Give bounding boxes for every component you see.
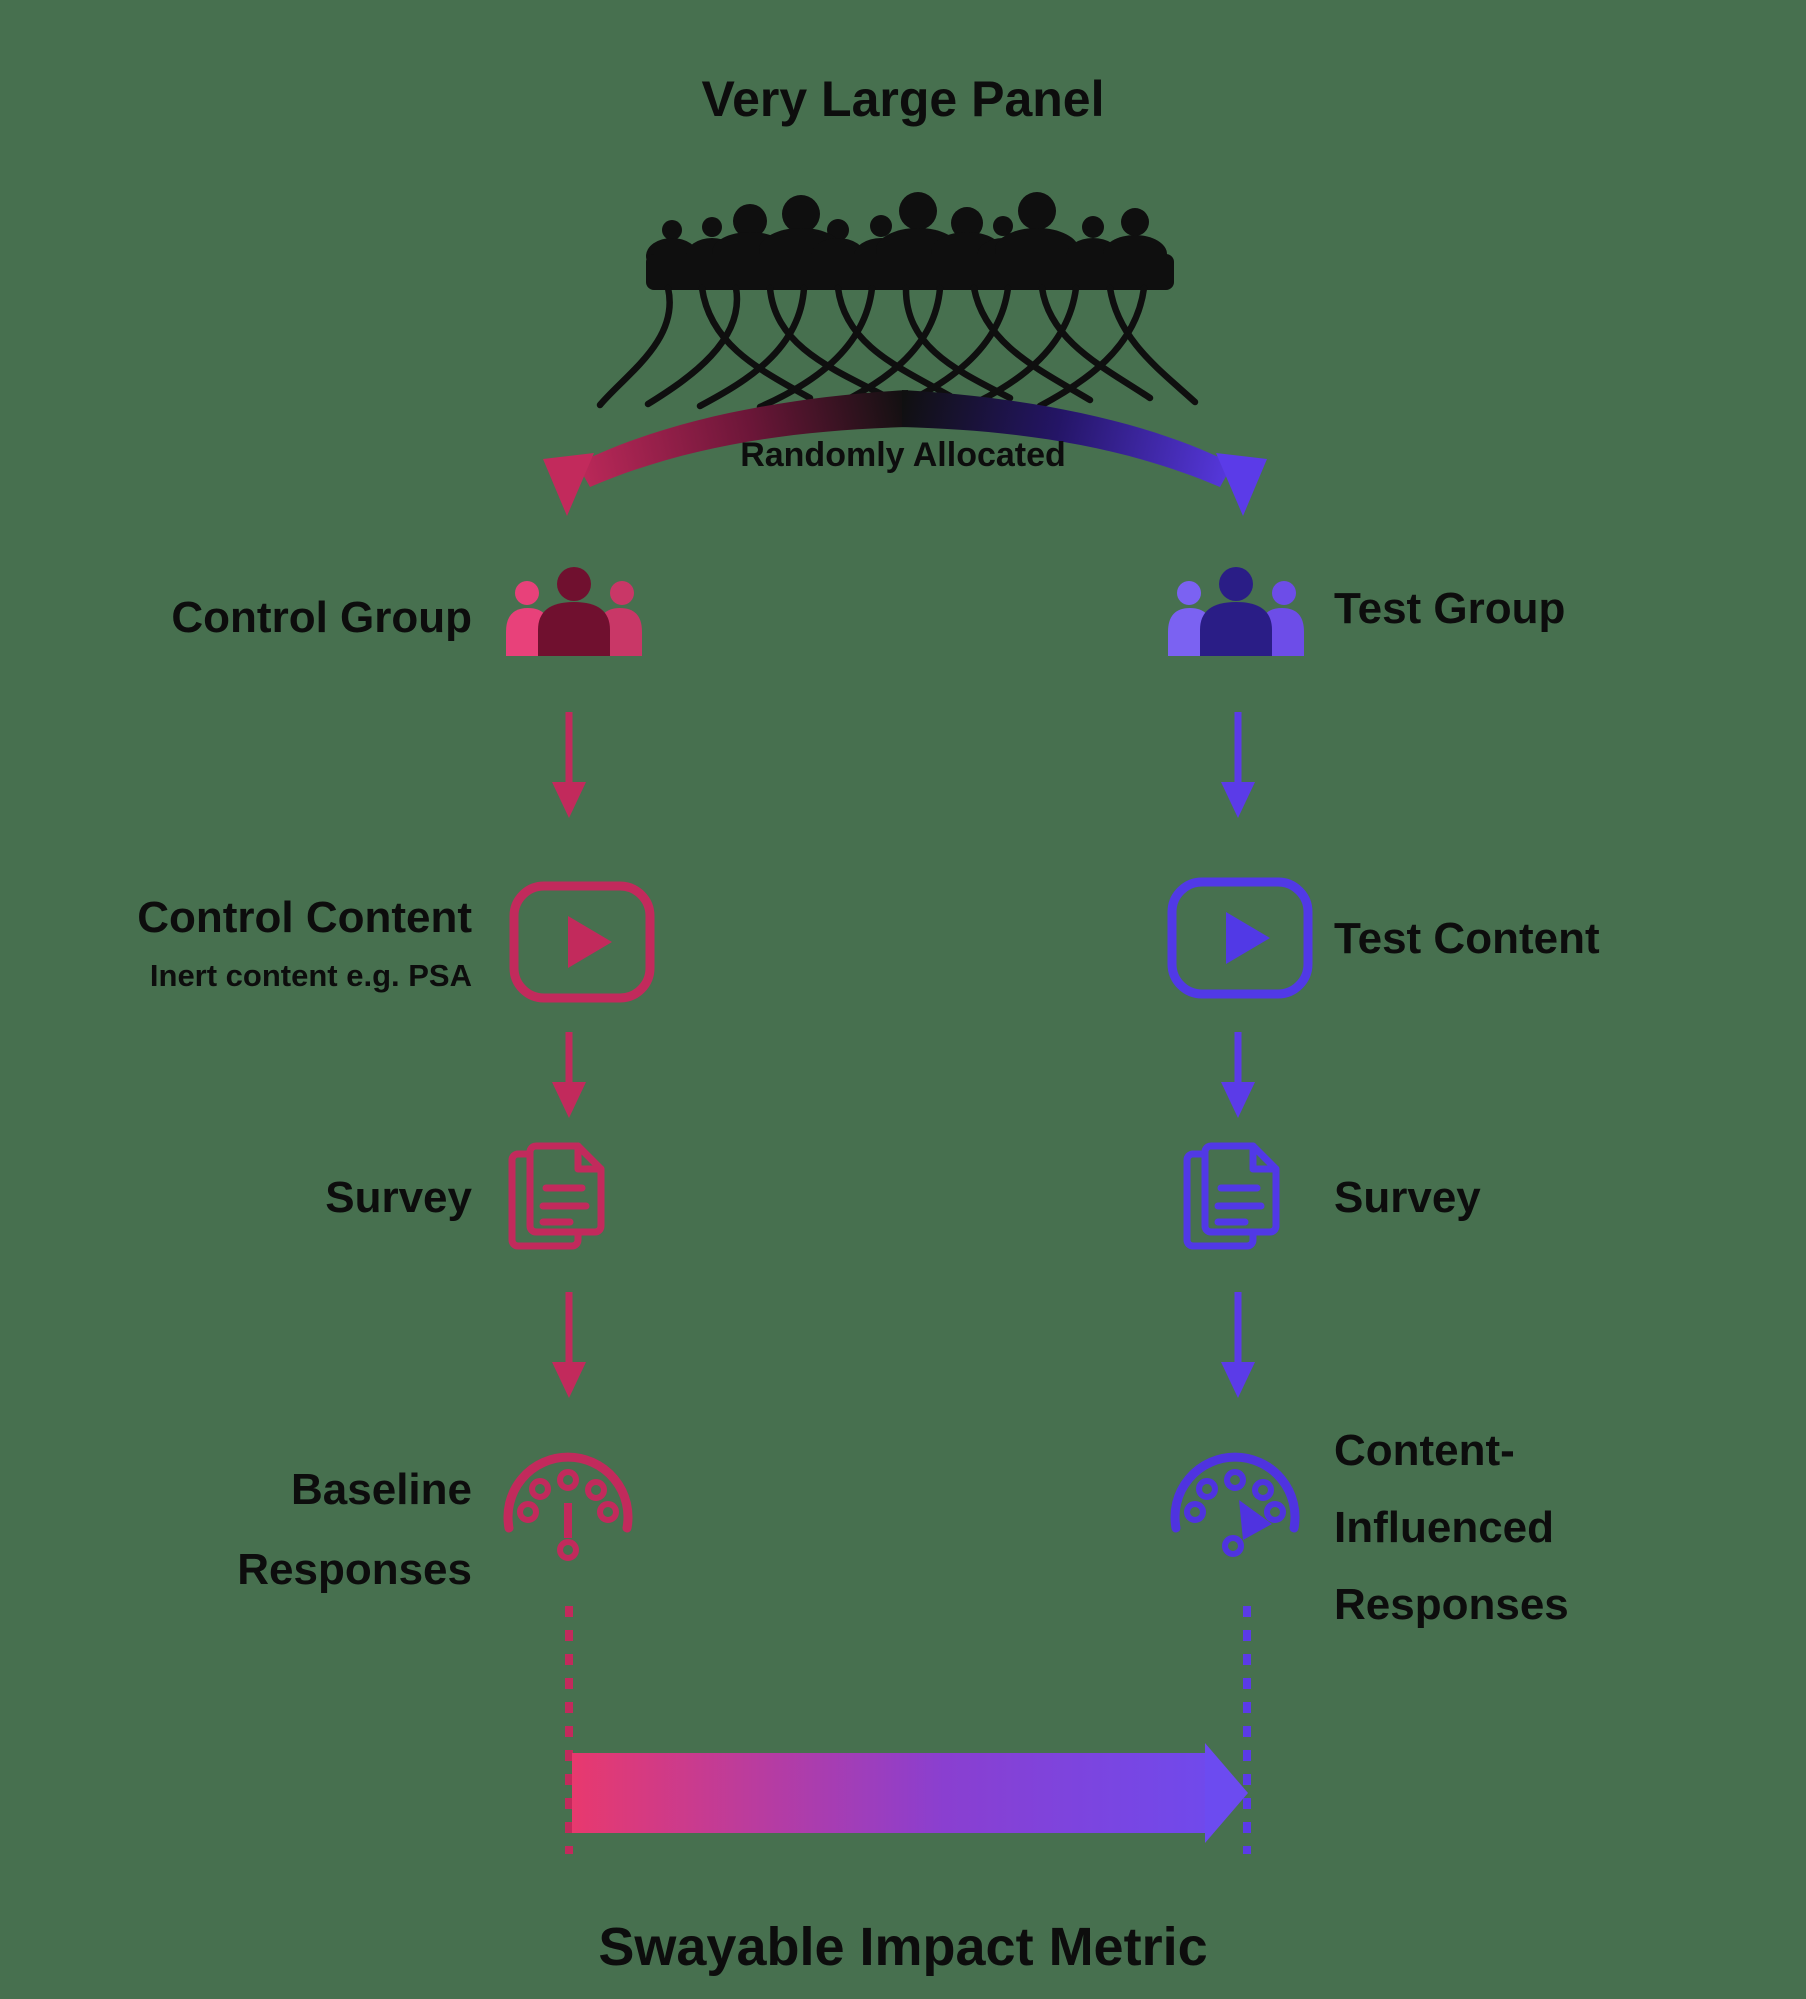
control-content-subtitle: Inert content e.g. PSA	[149, 958, 472, 993]
survey-document-icon-control	[508, 1142, 605, 1250]
control-survey-label: Survey	[325, 1173, 472, 1222]
influenced-responses-label: Content- Influenced Responses	[1334, 1412, 1569, 1643]
gauge-influenced-icon	[1170, 1452, 1300, 1557]
gradient-impact-arrow	[572, 1743, 1248, 1843]
curved-split-arrow-left	[543, 390, 908, 516]
control-content-label: Control Content	[137, 893, 472, 942]
play-video-icon-control	[509, 881, 655, 1003]
impact-metric-label: Swayable Impact Metric	[598, 1917, 1208, 1977]
test-content-label: Test Content	[1334, 914, 1600, 963]
page-title: Very Large Panel	[701, 71, 1105, 127]
down-arrow-test-1	[1221, 712, 1255, 818]
down-arrow-test-2	[1221, 1032, 1255, 1118]
survey-document-icon-test	[1183, 1142, 1280, 1250]
curved-split-arrow-right	[902, 390, 1267, 516]
down-arrow-control-3	[552, 1292, 586, 1398]
allocation-label: Randomly Allocated	[740, 436, 1066, 474]
test-survey-label: Survey	[1334, 1173, 1481, 1222]
down-arrow-control-2	[552, 1032, 586, 1118]
influenced-responses-line2: Influenced	[1334, 1503, 1555, 1552]
people-group-icon-control	[506, 567, 642, 656]
influenced-responses-line1: Content-	[1334, 1426, 1515, 1475]
people-group-icon-test	[1168, 567, 1304, 656]
gauge-baseline-icon	[503, 1452, 633, 1561]
control-group-label: Control Group	[171, 593, 472, 642]
baseline-responses-line1: Baseline	[291, 1465, 472, 1514]
baseline-responses-label: Baseline Responses	[237, 1450, 472, 1610]
play-video-icon-test	[1167, 877, 1313, 999]
down-arrow-test-3	[1221, 1292, 1255, 1398]
down-arrow-control-1	[552, 712, 586, 818]
test-group-label: Test Group	[1334, 584, 1566, 633]
influenced-responses-line3: Responses	[1334, 1580, 1569, 1629]
crowd-icon	[596, 192, 1199, 412]
baseline-responses-line2: Responses	[237, 1545, 472, 1594]
